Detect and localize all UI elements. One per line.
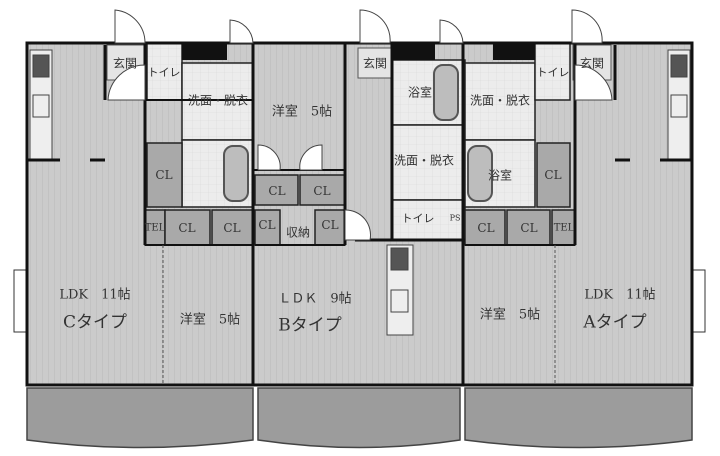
b-washroom-label: 洗面・脱衣 — [393, 153, 455, 168]
b-storage-label: 収納 — [285, 225, 311, 240]
b-closet-label: CL — [258, 218, 276, 232]
c-ldk-label: LDK 11帖 — [59, 287, 131, 303]
b-closet-label: CL — [321, 218, 339, 232]
a-closet-label: CL — [477, 221, 495, 235]
structural-walls — [182, 43, 535, 60]
a-type-label: Aタイプ — [583, 312, 647, 333]
c-room-label: 洋室 5帖 — [179, 312, 241, 328]
window-left — [13, 269, 28, 333]
doors — [107, 9, 613, 241]
b-entrance-label: 玄関 — [362, 56, 388, 71]
a-washroom-label: 洗面・脱衣 — [469, 93, 531, 108]
b-toilet-label: トイレ — [401, 212, 435, 225]
b-bath-label: 浴室 — [407, 85, 433, 100]
b-closet-label: CL — [268, 184, 286, 198]
c-entrance-label: 玄関 — [112, 56, 138, 71]
a-bath-label: 浴室 — [487, 168, 513, 183]
closets — [144, 142, 576, 246]
window-right — [691, 269, 706, 333]
partition-lines — [162, 245, 556, 385]
bathtubs — [223, 64, 493, 202]
a-tel-label: TEL — [553, 222, 575, 234]
b-type-label: Bタイプ — [278, 315, 342, 336]
a-ldk-label: LDK 11帖 — [584, 287, 656, 303]
b-ldk-label: ＬＤＫ 9帖 — [278, 291, 352, 307]
b-closet-label: CL — [313, 184, 331, 198]
a-room-label: 洋室 5帖 — [479, 307, 541, 323]
a-toilet-label: トイレ — [536, 66, 570, 79]
c-tel-label: TEL — [144, 222, 166, 234]
a-closet-label: CL — [520, 221, 538, 235]
balconies — [26, 387, 693, 449]
c-closet-label: CL — [223, 221, 241, 235]
a-entrance-label: 玄関 — [579, 56, 605, 71]
c-closet-label: CL — [155, 168, 173, 182]
c-toilet-label: トイレ — [147, 66, 181, 79]
c-type-label: Cタイプ — [62, 312, 128, 333]
c-closet-label: CL — [178, 221, 196, 235]
b-room-label: 洋室 5帖 — [271, 104, 333, 120]
kitchens — [29, 49, 691, 336]
c-washroom-label: 洗面・脱衣 — [187, 93, 249, 108]
b-ps-label: PS — [449, 213, 461, 223]
walls — [25, 41, 694, 387]
a-closet-label: CL — [544, 168, 562, 182]
